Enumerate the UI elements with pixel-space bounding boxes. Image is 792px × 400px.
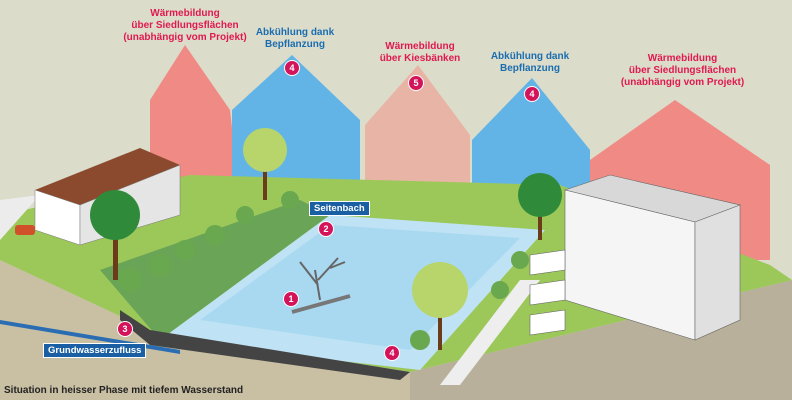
label-line: Bepflanzung — [500, 63, 560, 74]
label-line: (unabhängig vom Projekt) — [123, 32, 247, 43]
badge-4: 4 — [284, 60, 300, 76]
caption: Situation in heisser Phase mit tiefem Wa… — [4, 385, 244, 396]
badge-5: 5 — [408, 75, 424, 91]
balcony — [529, 249, 566, 276]
badge-2: 2 — [318, 221, 334, 237]
deadwood-log — [291, 294, 351, 314]
label-line: über Kiesbänken — [379, 53, 461, 64]
tree-trunk — [263, 160, 267, 200]
label-line: über Siedlungsflächen — [628, 65, 737, 76]
badge-4: 4 — [524, 86, 540, 102]
label-warm-settlement-right: Wärmebildung über Siedlungsflächen (unab… — [615, 53, 750, 89]
car — [15, 225, 35, 235]
label-warm-gravel: Wärmebildung über Kiesbänken — [370, 41, 470, 65]
building-right-side — [694, 204, 741, 341]
gravel-bank — [120, 310, 410, 380]
road — [0, 195, 40, 240]
label-cool-planting-right: Abkühlung dank Bepflanzung — [485, 51, 575, 75]
tree-trunk — [438, 300, 442, 350]
label-line: Abkühlung dank — [255, 27, 335, 38]
label-line: Wärmebildung — [385, 41, 455, 52]
tree — [90, 190, 140, 240]
river-bank-left — [100, 200, 330, 340]
label-line: über Siedlungsflächen — [131, 20, 239, 31]
deadwood-branches — [299, 257, 346, 301]
tag-side-stream: Seitenbach — [309, 201, 370, 216]
label-line: Abkühlung dank — [490, 51, 570, 62]
label-line: Wärmebildung — [647, 53, 718, 64]
label-cool-planting-left: Abkühlung dank Bepflanzung — [250, 27, 340, 51]
balcony — [529, 279, 566, 306]
shrubs — [118, 191, 529, 350]
tree-trunk — [113, 230, 118, 280]
path-right — [440, 280, 540, 385]
tag-groundwater: Grundwasserzufluss — [43, 343, 147, 358]
badge-3: 3 — [117, 321, 133, 337]
tree — [412, 262, 468, 318]
house-left-roof — [35, 148, 180, 205]
label-line: (unabhängig vom Projekt) — [620, 77, 745, 88]
badge-4: 4 — [384, 345, 400, 361]
warm-cone-left — [150, 45, 240, 200]
label-warm-settlement-left: Wärmebildung über Siedlungsflächen (unab… — [120, 8, 250, 44]
tree — [243, 128, 287, 172]
label-line: Wärmebildung — [150, 8, 220, 19]
warm-cone-gravel — [365, 65, 470, 215]
label-line: Bepflanzung — [265, 39, 325, 50]
balcony — [529, 309, 566, 336]
tree — [518, 173, 562, 217]
badge-1: 1 — [283, 291, 299, 307]
tree-trunk — [538, 200, 542, 240]
